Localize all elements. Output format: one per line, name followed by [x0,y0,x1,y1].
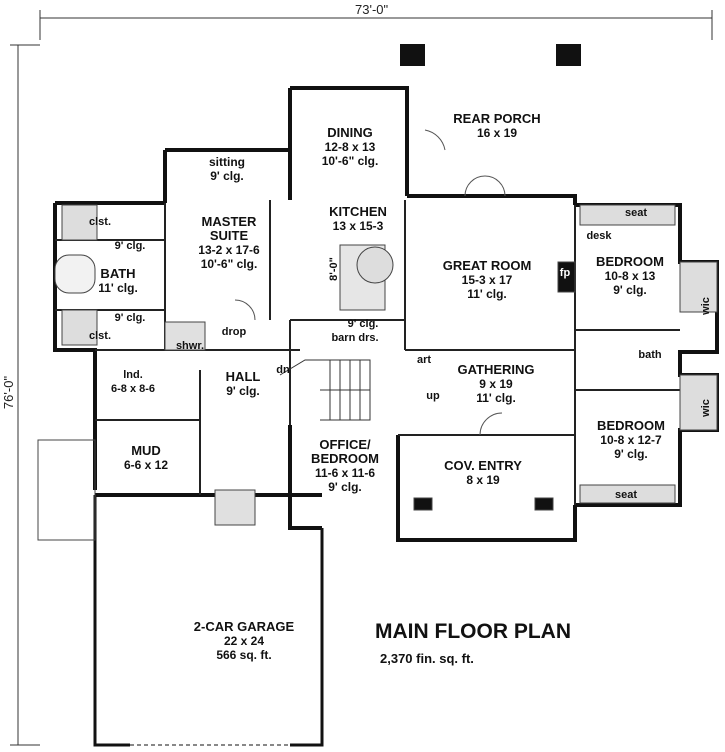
great-room-label: GREAT ROOM 15-3 x 17 11' clg. [442,258,532,302]
room-name: lnd. [123,369,143,381]
plan-area: 2,370 fin. sq. ft. [380,651,474,666]
art-label: art [416,354,432,366]
dining-label: DINING 12-8 x 13 10'-6" clg. [321,125,379,169]
room-name: sitting [209,155,245,169]
room-dims: 10-8 x 12-7 [600,433,662,447]
barn-doors-note: barn drs. [331,332,379,344]
room-ceiling: 9' clg. [226,384,260,398]
exterior-walls [53,86,719,542]
stoop [37,439,96,541]
room-name: BEDROOM [596,254,664,269]
door-swings [234,129,506,436]
room-dims: 11-6 x 11-6 [314,466,376,480]
room-dims: 13-2 x 17-6 [198,243,260,257]
cov-entry-label: COV. ENTRY 8 x 19 [444,458,522,488]
room-name: DINING [327,125,373,140]
room-dims: 16 x 19 [476,126,518,140]
gathering-label: GATHERING 9 x 19 11' clg. [457,362,535,406]
closet-label-top: clst. [88,216,112,228]
shower-label: shwr. [175,340,205,352]
room-dims: 22 x 24 [223,634,265,648]
room-name-line1: OFFICE/ [319,437,371,452]
interior-walls [55,200,680,505]
stairs [279,359,371,421]
closet-ceiling-bottom: 9' clg. [114,312,146,324]
kitchen-ceiling: 9' clg. [347,318,379,330]
furniture [54,204,718,526]
island-dimension: 8'-0" [327,257,340,281]
sitting-label: sitting 9' clg. [209,155,245,183]
room-ceiling: 9' clg. [613,283,647,297]
rear-porch-label: REAR PORCH 16 x 19 [453,111,541,141]
small-bath-label: bath [638,349,662,361]
dimension-lines [10,10,713,746]
room-name: GATHERING [457,362,535,377]
garage-label: 2-CAR GARAGE 22 x 24 566 sq. ft. [193,619,295,663]
room-name: BATH [100,266,136,281]
room-name: MUD [131,443,161,458]
drop-label: drop [221,326,247,338]
room-name: KITCHEN [329,204,387,219]
stairs-down-label: dn [276,364,290,376]
bedroom-lower-label: BEDROOM 10-8 x 12-7 9' clg. [597,418,665,462]
room-dims: 10-8 x 13 [604,269,656,283]
stairs-up-label: up [426,390,440,402]
mud-label: MUD 6-6 x 12 [123,443,169,473]
fireplace-label: fp [559,267,571,279]
porch-post [400,44,425,66]
bath-label: BATH 11' clg. [98,266,138,296]
room-ceiling: 11' clg. [98,281,138,295]
wic-label-top: wic [699,297,712,315]
room-ceiling: 10'-6" clg. [200,257,258,271]
room-ceiling: 11' clg. [467,287,507,301]
room-dims: 13 x 15-3 [332,219,384,233]
width-dimension: 73'-0" [355,2,389,17]
hall-label: HALL 9' clg. [225,369,261,399]
room-dims: 6-8 x 8-6 [110,383,156,395]
room-name: COV. ENTRY [444,458,522,473]
room-name: GREAT ROOM [442,258,532,273]
room-name-line2: SUITE [209,228,249,243]
room-ceiling: 9' clg. [328,480,362,494]
kitchen-label: KITCHEN 13 x 15-3 [329,204,387,234]
room-ceiling: 9' clg. [614,447,648,461]
room-ceiling: 11' clg. [476,391,516,405]
plan-title: MAIN FLOOR PLAN [375,620,571,643]
room-name: REAR PORCH [453,111,541,126]
closet-ceiling-top: 9' clg. [114,240,146,252]
master-suite-label: MASTER SUITE 13-2 x 17-6 10'-6" clg. [198,214,260,272]
depth-dimension: 76'-0" [1,375,17,410]
seat-label-bottom: seat [614,489,638,501]
room-ceiling: 9' clg. [210,169,244,183]
room-name: 2-CAR GARAGE [193,619,295,634]
room-name: BEDROOM [597,418,665,433]
room-area: 566 sq. ft. [216,648,272,662]
room-dims: 9 x 19 [479,377,513,391]
garage-walls [93,495,324,747]
laundry-label: lnd. 6-8 x 8-6 [111,368,155,396]
closet-label-bottom: clst. [88,330,112,342]
room-dims: 6-6 x 12 [123,458,169,472]
office-bedroom-label: OFFICE/ BEDROOM 11-6 x 11-6 9' clg. [311,437,379,495]
room-ceiling: 10'-6" clg. [321,154,379,168]
room-dims: 12-8 x 13 [324,140,376,154]
room-name-line2: BEDROOM [311,451,379,466]
desk-label: desk [586,230,612,242]
room-name-line1: MASTER [201,214,257,229]
porch-post [556,44,581,66]
bedroom-upper-label: BEDROOM 10-8 x 13 9' clg. [596,254,664,298]
seat-label-top: seat [624,207,648,219]
room-dims: 8 x 19 [466,473,500,487]
wic-label-bottom: wic [699,399,712,417]
room-name: HALL [225,369,261,384]
room-dims: 15-3 x 17 [461,273,513,287]
